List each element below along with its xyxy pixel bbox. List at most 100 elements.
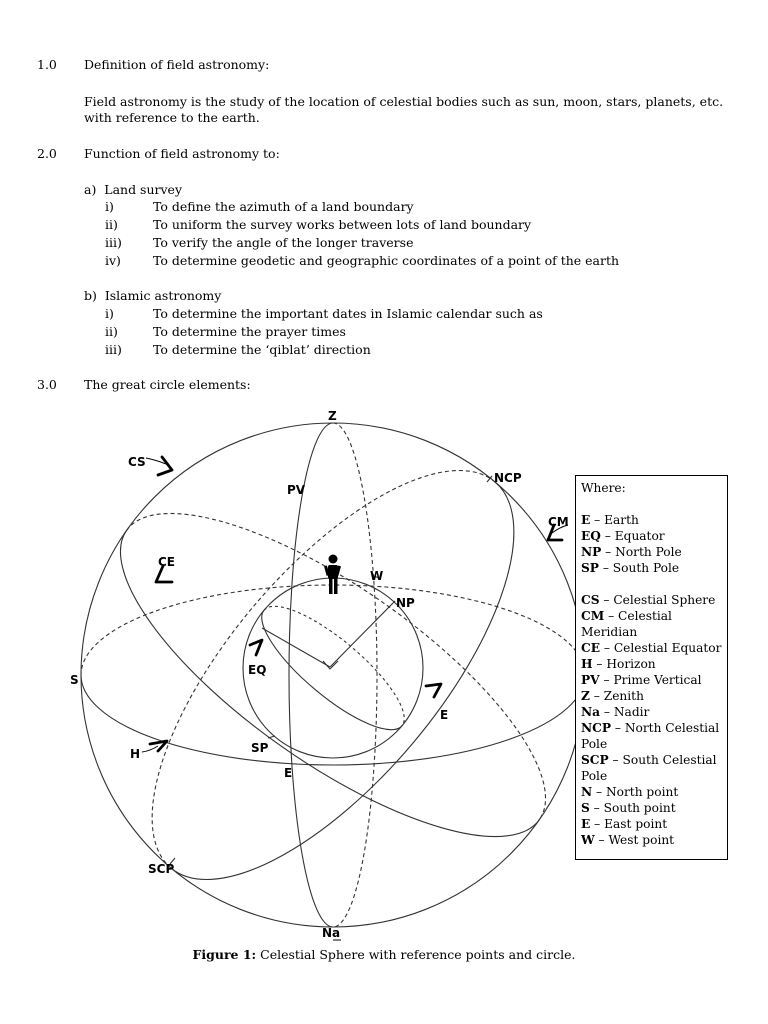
legend-value: – North point [592, 785, 678, 799]
legend-row: S – South point [581, 800, 727, 816]
legend-key: W [581, 833, 595, 847]
h-arrow-icon [150, 741, 167, 751]
section-1-body: Field astronomy is the study of the loca… [84, 94, 724, 126]
celestial-sphere-circle [81, 423, 585, 927]
legend-value: – Celestial Sphere [600, 593, 716, 607]
label-nadir: Na [322, 926, 340, 940]
label-ce: CE [158, 555, 175, 569]
legend-row: W – West point [581, 832, 727, 848]
legend-key: PV [581, 673, 600, 687]
list-a-heading: a) Land survey [84, 182, 182, 197]
e-arrow-icon [426, 684, 441, 697]
prime-vertical-front [289, 423, 333, 927]
h-leader-line [142, 746, 158, 752]
label-scp: SCP [148, 862, 174, 876]
legend-row: Na – Nadir [581, 704, 727, 720]
legend-row: EQ – Equator [581, 528, 727, 544]
list-a-item-4-num: iv) [105, 253, 121, 268]
legend-key: Na [581, 705, 600, 719]
legend-key: SP [581, 561, 599, 575]
legend-row: Z – Zenith [581, 688, 727, 704]
label-e-earth: E [440, 708, 448, 722]
label-ncp: NCP [494, 471, 522, 485]
figure-caption: Figure 1: Celestial Sphere with referenc… [0, 947, 768, 962]
label-z: Z [328, 409, 337, 423]
legend-row: CM – Celestial Meridian [581, 608, 727, 640]
legend-row: NCP – North Celestial Pole [581, 720, 727, 752]
legend-row: N – North point [581, 784, 727, 800]
list-b-item-1-text: To determine the important dates in Isla… [153, 306, 543, 321]
list-b-item-3-text: To determine the ‘qiblat’ direction [153, 342, 371, 357]
legend-value: – Horizon [593, 657, 656, 671]
legend-key: S [581, 801, 590, 815]
legend-row: H – Horizon [581, 656, 727, 672]
legend-row: SP – South Pole [581, 560, 727, 576]
legend-value: – Prime Vertical [600, 673, 702, 687]
legend-value: – Celestial Equator [600, 641, 721, 655]
legend-key: SCP [581, 753, 609, 767]
cs-arrow-icon [158, 457, 172, 475]
label-w: W [370, 569, 383, 583]
caption-label: Figure 1: [193, 947, 257, 962]
horizon-back-arc [81, 585, 585, 765]
list-a-item-4-text: To determine geodetic and geographic coo… [153, 253, 619, 268]
legend-key: E [581, 513, 590, 527]
label-pv: PV [287, 483, 306, 497]
legend-row: E – East point [581, 816, 727, 832]
legend-row: CS – Celestial Sphere [581, 592, 727, 608]
list-b-heading: b) Islamic astronomy [84, 288, 221, 303]
legend-key: EQ [581, 529, 601, 543]
observer-figure-icon [324, 555, 341, 595]
legend-value: – Equator [601, 529, 665, 543]
section-1-number: 1.0 [37, 57, 57, 72]
list-a-item-1-num: i) [105, 199, 114, 214]
legend-value: – South point [590, 801, 676, 815]
list-a-item-2-num: ii) [105, 217, 118, 232]
list-a-item-3-text: To verify the angle of the longer traver… [153, 235, 413, 250]
caption-text: Celestial Sphere with reference points a… [256, 947, 575, 962]
label-s: S [70, 673, 79, 687]
legend-value: – South Pole [599, 561, 679, 575]
legend-key: CS [581, 593, 600, 607]
list-b-item-3-num: iii) [105, 342, 122, 357]
legend-row: NP – North Pole [581, 544, 727, 560]
legend-key: NP [581, 545, 601, 559]
list-a-item-2-text: To uniform the survey works between lots… [153, 217, 531, 232]
section-2-number: 2.0 [37, 146, 57, 161]
legend-value: – North Pole [601, 545, 681, 559]
legend-spacer [581, 576, 727, 592]
section-2-title: Function of field astronomy to: [84, 146, 280, 161]
legend-spacer [581, 496, 727, 512]
label-h: H [130, 747, 140, 761]
eq-arrow-icon [250, 640, 262, 655]
legend-value: – Nadir [600, 705, 649, 719]
legend-row: CE – Celestial Equator [581, 640, 727, 656]
legend-key: CM [581, 609, 604, 623]
label-sp: SP [251, 741, 269, 755]
legend-title: Where: [581, 480, 727, 496]
legend-box: Where: E – Earth EQ – Equator NP – North… [575, 475, 728, 860]
legend-key: E [581, 817, 590, 831]
prime-vertical-back [333, 423, 377, 927]
legend-key: H [581, 657, 593, 671]
label-cs: CS [128, 455, 146, 469]
section-3-title: The great circle elements: [84, 377, 251, 392]
legend-key: Z [581, 689, 590, 703]
legend-value: – East point [590, 817, 667, 831]
list-b-item-1-num: i) [105, 306, 114, 321]
label-cm: CM [548, 515, 569, 529]
earth-equator-front [246, 610, 402, 747]
label-np: NP [396, 596, 415, 610]
section-3-number: 3.0 [37, 377, 57, 392]
legend-value: – Earth [590, 513, 639, 527]
label-eq: EQ [248, 663, 266, 677]
legend-row: SCP – South Celestial Pole [581, 752, 727, 784]
legend-value: – West point [595, 833, 674, 847]
earth-axis-line [262, 628, 330, 667]
list-b-item-2-num: ii) [105, 324, 118, 339]
right-angle-mark [323, 661, 338, 669]
legend-value: – Zenith [590, 689, 644, 703]
section-1-title: Definition of field astronomy: [84, 57, 269, 72]
label-e-point: E [284, 766, 292, 780]
list-b-item-2-text: To determine the prayer times [153, 324, 346, 339]
